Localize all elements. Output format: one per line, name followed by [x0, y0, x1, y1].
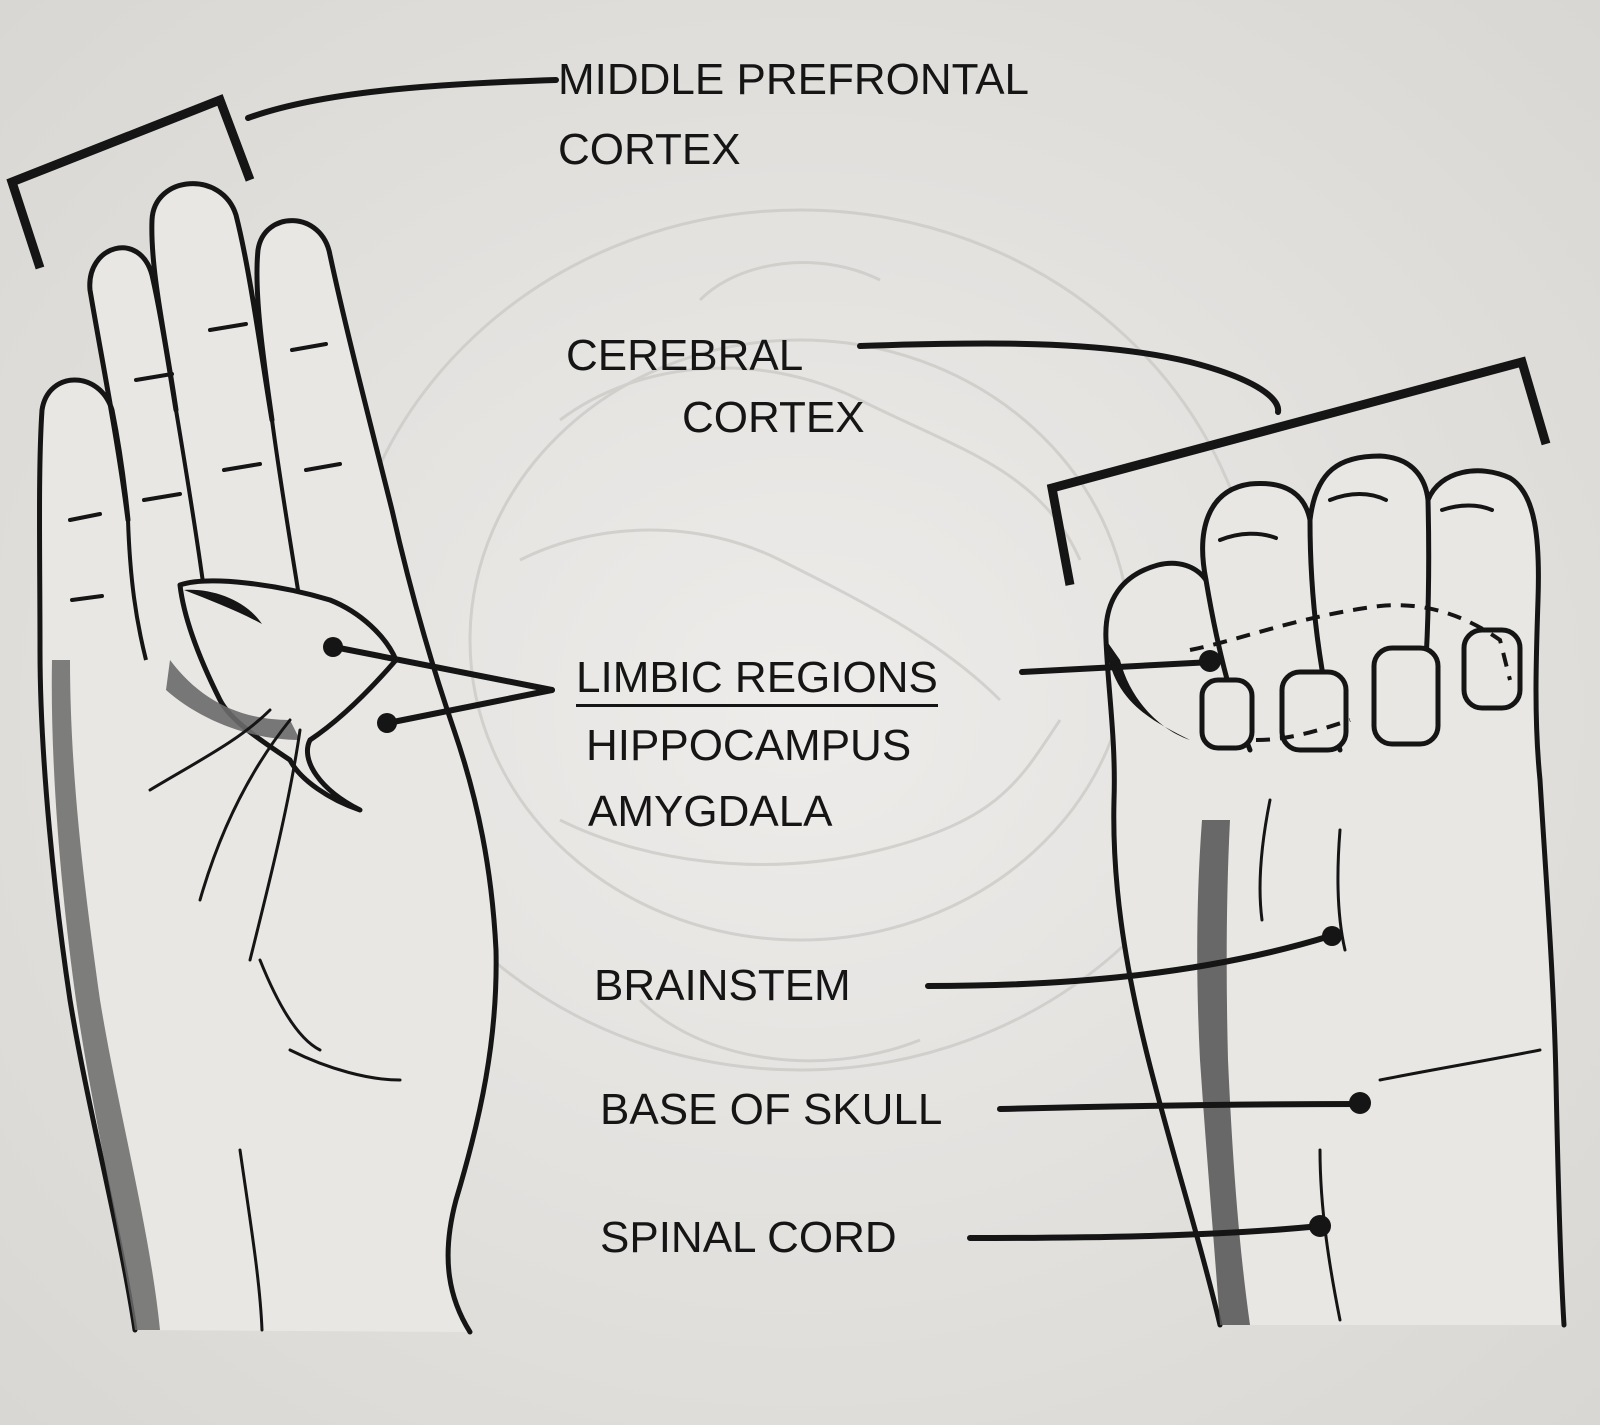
open-hand-outline [37, 181, 499, 1335]
prefrontal-bracket [6, 94, 255, 270]
cerebral-bracket [1046, 356, 1551, 586]
open-hand-illustration [6, 94, 499, 1335]
folded-thumb [177, 578, 399, 813]
pointer-dots [323, 637, 1371, 1237]
leader-base-of-skull [997, 1101, 1363, 1112]
leader-limbic-upper [331, 644, 555, 693]
label-amygdala: AMYGDALA [588, 787, 833, 836]
leader-limbic-lower [385, 687, 555, 726]
label-middle-prefrontal-line1: MIDDLE PREFRONTAL [558, 55, 1030, 104]
label-hippocampus: HIPPOCAMPUS [586, 721, 912, 770]
label-base-of-skull: BASE OF SKULL [600, 1085, 943, 1134]
leader-cerebral [857, 340, 1282, 415]
label-cerebral-line2: CORTEX [682, 393, 865, 442]
label-brainstem: BRAINSTEM [594, 961, 851, 1010]
label-spinal-cord: SPINAL CORD [600, 1213, 897, 1262]
label-cerebral-line1: CEREBRAL [566, 331, 804, 380]
leader-prefrontal [245, 77, 559, 121]
leader-lines [245, 77, 1363, 1241]
label-limbic-regions: LIMBIC REGIONS [576, 656, 938, 707]
leader-limbic-right [1019, 659, 1215, 675]
leader-spinal-cord [967, 1223, 1323, 1241]
label-middle-prefrontal-line2: CORTEX [558, 125, 741, 174]
leader-brainstem [925, 933, 1333, 989]
